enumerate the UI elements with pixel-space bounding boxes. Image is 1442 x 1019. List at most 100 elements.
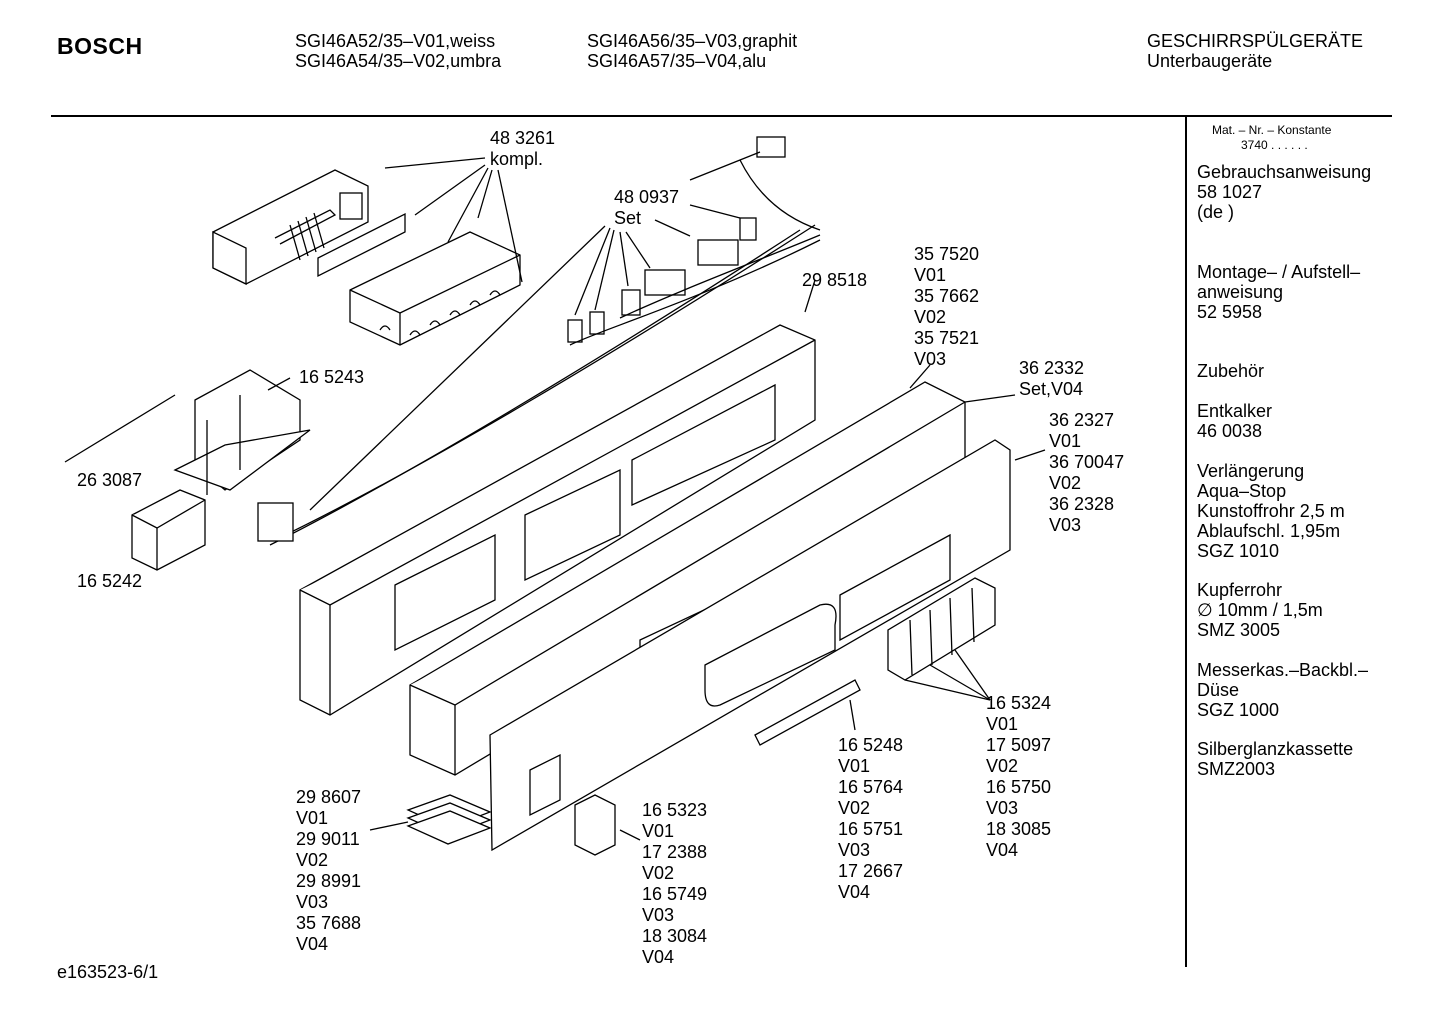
fascia-362327 xyxy=(489,394,1046,852)
part-line: V03 xyxy=(1049,515,1082,535)
part-line: 17 5097 xyxy=(986,735,1052,755)
sidebar-line: Zubehör xyxy=(1197,361,1265,381)
label-362332: 36 2332 Set,V04 xyxy=(1019,358,1084,400)
sidebar-line: anweisung xyxy=(1197,282,1284,302)
part-line: V01 xyxy=(986,714,1019,734)
part-line: 16 5749 xyxy=(642,884,708,904)
label-483261: 48 3261 kompl. xyxy=(490,128,555,170)
label-263087: 26 3087 xyxy=(77,470,142,491)
header-divider xyxy=(51,115,1392,117)
stack-298607 xyxy=(369,794,492,845)
switch-165242 xyxy=(131,489,206,571)
sidebar-line: Düse xyxy=(1197,680,1240,700)
sidebar-item-installation: Montage– / Aufstell– anweisung 52 5958 xyxy=(1197,262,1360,322)
sidebar-line: Messerkas.–Backbl.– xyxy=(1197,660,1369,680)
sidebar-line: SGZ 1000 xyxy=(1197,700,1280,720)
sidebar-item-descaler: Entkalker 46 0038 xyxy=(1197,401,1272,441)
part-line: V04 xyxy=(838,882,871,902)
sidebar-item-silver-cassette: Silberglanzkassette SMZ2003 xyxy=(1197,739,1353,779)
sidebar-line: Entkalker xyxy=(1197,401,1273,421)
part-line: 35 7662 xyxy=(914,286,980,306)
sidebar-item-nozzle: Messerkas.–Backbl.– Düse SGZ 1000 xyxy=(1197,660,1368,720)
part-line: 29 9011 xyxy=(296,829,360,849)
label-165242: 16 5242 xyxy=(77,571,142,592)
bracket-165243 xyxy=(64,369,311,495)
part-line: V03 xyxy=(838,840,871,860)
part-line: 16 5248 xyxy=(838,735,904,755)
sidebar-line: 52 5958 xyxy=(1197,302,1263,322)
part-line: V02 xyxy=(914,307,947,327)
part-line: 18 3085 xyxy=(986,819,1052,839)
part-line: 17 2388 xyxy=(642,842,708,862)
knob-165323 xyxy=(574,794,641,856)
label-357520: 35 7520 V01 35 7662 V02 35 7521 V03 xyxy=(914,244,979,370)
strip-165248 xyxy=(754,679,861,746)
label-165323: 16 5323 V01 17 2388 V02 16 5749 V03 18 3… xyxy=(642,800,707,968)
part-line: 29 8518 xyxy=(802,270,868,290)
part-line: Set,V04 xyxy=(1019,379,1084,399)
sidebar-item-extension: Verlängerung Aqua–Stop Kunstoffrohr 2,5 … xyxy=(1197,461,1345,561)
part-line: V02 xyxy=(838,798,871,818)
part-line: kompl. xyxy=(490,149,544,169)
sidebar-line: SMZ 3005 xyxy=(1197,620,1281,640)
sidebar-line: Verlängerung xyxy=(1197,461,1305,481)
part-line: 16 5242 xyxy=(77,571,143,591)
frame-298518 xyxy=(299,279,816,716)
constant-label: Mat. – Nr. – Konstante xyxy=(1212,123,1332,137)
leader-lines-480937 xyxy=(309,151,761,511)
label-362327: 36 2327 V01 36 70047 V02 36 2328 V03 xyxy=(1049,410,1124,536)
label-165243: 16 5243 xyxy=(299,367,364,388)
label-165248: 16 5248 V01 16 5764 V02 16 5751 V03 17 2… xyxy=(838,735,903,903)
buttons-165324 xyxy=(887,577,996,701)
part-line: V04 xyxy=(296,934,329,954)
sidebar-line: SMZ2003 xyxy=(1197,759,1276,779)
part-line: 36 2332 xyxy=(1019,358,1085,378)
category-title: GESCHIRRSPÜLGERÄTE xyxy=(1147,31,1364,51)
part-line: V04 xyxy=(642,947,675,967)
brand-logo: BOSCH xyxy=(57,33,143,59)
part-line: V01 xyxy=(914,265,947,285)
model-v03: SGI46A56/35–V03,graphit xyxy=(587,31,798,51)
part-line: V04 xyxy=(986,840,1019,860)
part-line: 36 2328 xyxy=(1049,494,1115,514)
model-v02: SGI46A54/35–V02,umbra xyxy=(295,51,502,71)
sidebar-line: Silberglanzkassette xyxy=(1197,739,1354,759)
sidebar-item-manual: Gebrauchsanweisung 58 1027 (de ) xyxy=(1197,162,1371,222)
part-line: V01 xyxy=(838,756,871,776)
part-line: 35 7688 xyxy=(296,913,362,933)
part-line: 16 5323 xyxy=(642,800,708,820)
part-line: 29 8607 xyxy=(296,787,362,807)
control-module xyxy=(212,169,521,346)
sidebar-line: Gebrauchsanweisung xyxy=(1197,162,1372,182)
label-298607: 29 8607 V01 29 9011 V02 29 8991 V03 35 7… xyxy=(296,787,361,955)
label-298518: 29 8518 xyxy=(802,270,867,291)
sidebar-line: 58 1027 xyxy=(1197,182,1263,202)
part-line: 48 3261 xyxy=(490,128,556,148)
sidebar-item-copper-pipe: Kupferrohr ∅ 10mm / 1,5m SMZ 3005 xyxy=(1197,580,1323,640)
part-line: V03 xyxy=(986,798,1019,818)
part-line: V03 xyxy=(296,892,329,912)
part-line: Set xyxy=(614,208,642,228)
part-line: V02 xyxy=(642,863,675,883)
part-line: 16 5750 xyxy=(986,777,1052,797)
sidebar-line: SGZ 1010 xyxy=(1197,541,1280,561)
part-line: 36 70047 xyxy=(1049,452,1125,472)
part-line: V03 xyxy=(642,905,675,925)
label-480937: 48 0937 Set xyxy=(614,187,679,229)
part-line: 16 5751 xyxy=(838,819,904,839)
part-line: 17 2667 xyxy=(838,861,904,881)
part-line: 35 7520 xyxy=(914,244,980,264)
drawing-code: e163523-6/1 xyxy=(57,962,159,982)
model-v04: SGI46A57/35–V04,alu xyxy=(587,51,767,71)
subcategory-title: Unterbaugeräte xyxy=(1147,51,1273,71)
part-line: 26 3087 xyxy=(77,470,143,490)
sidebar-item-accessories: Zubehör xyxy=(1197,361,1264,381)
part-line: 16 5764 xyxy=(838,777,904,797)
part-line: V01 xyxy=(296,808,329,828)
part-line: V01 xyxy=(1049,431,1082,451)
part-line: V01 xyxy=(642,821,675,841)
sidebar-line: Ablaufschl. 1,95m xyxy=(1197,521,1341,541)
sidebar-line: 46 0038 xyxy=(1197,421,1263,441)
sidebar-line: Aqua–Stop xyxy=(1197,481,1287,501)
